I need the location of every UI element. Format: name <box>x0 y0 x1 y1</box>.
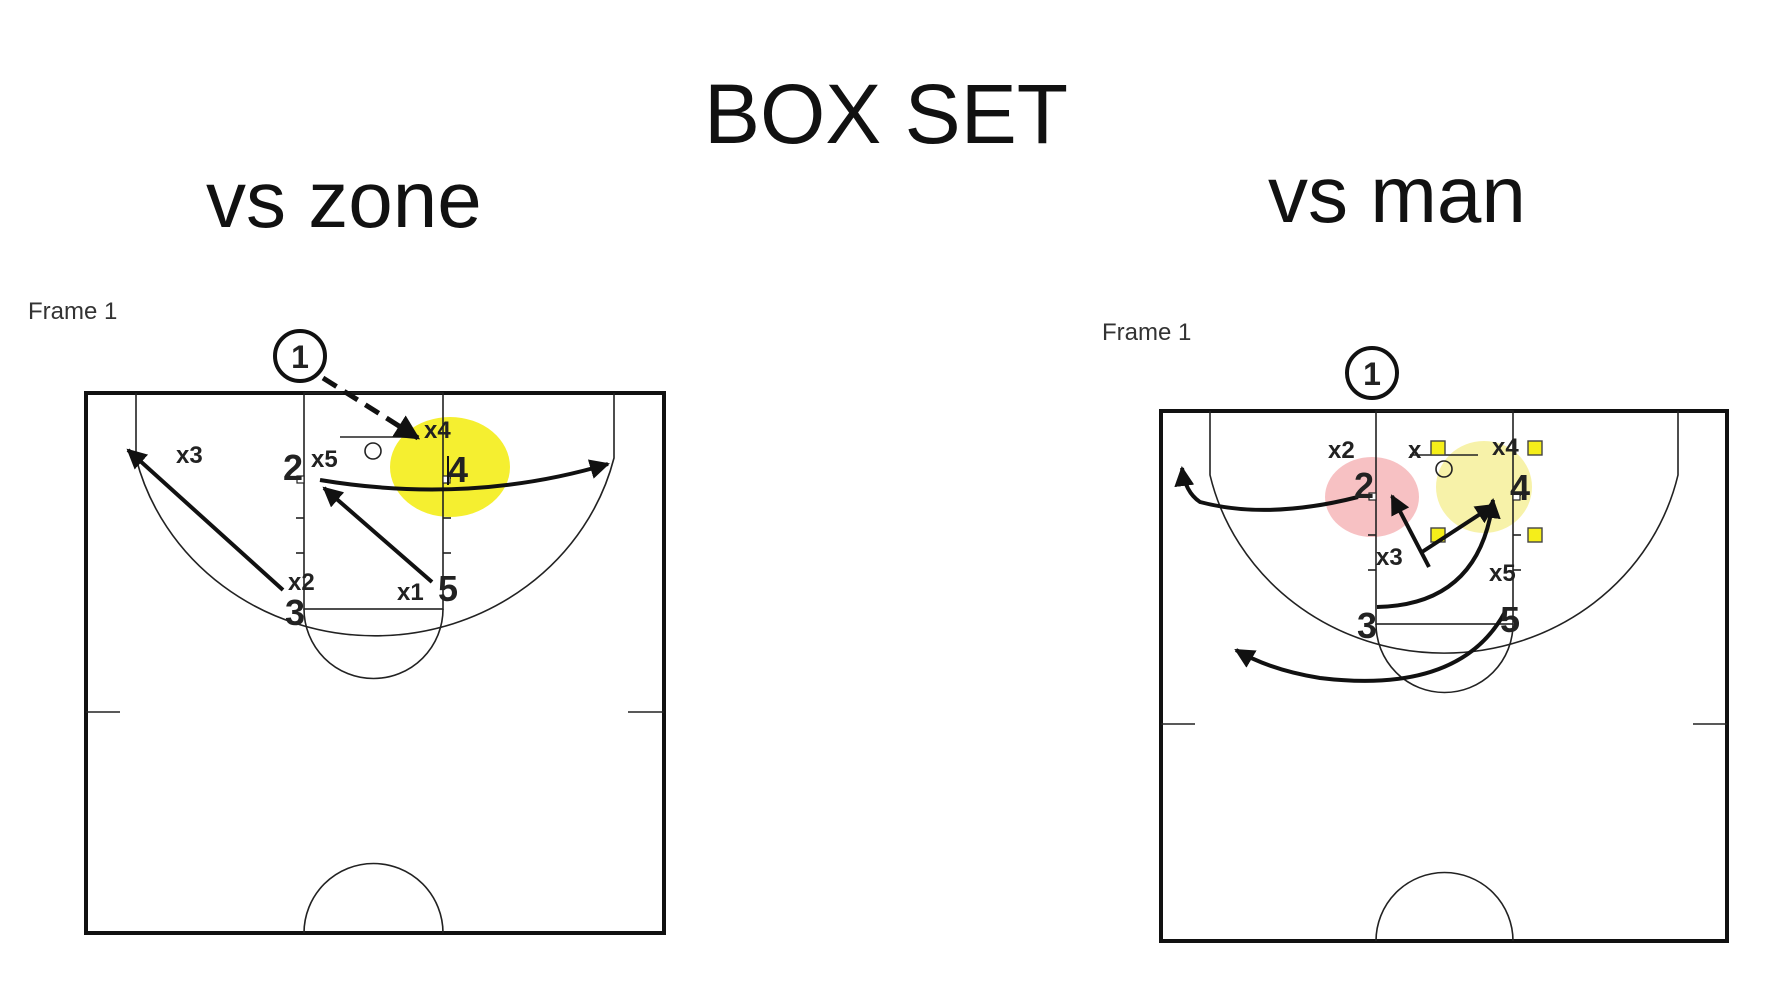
left-offense-5: 5 <box>438 568 458 609</box>
left-defender-x1: x1 <box>397 579 424 606</box>
right-lane <box>1375 410 1514 625</box>
right-cut-arrow-2 <box>1174 466 1359 512</box>
right-frame-label: Frame 1 <box>1102 319 1192 346</box>
left-highlight-4 <box>390 417 510 517</box>
left-cut-arrow-3 <box>126 448 285 592</box>
right-ball-handler: 1 <box>1363 356 1381 392</box>
right-cut-arrow-3 <box>1376 498 1501 609</box>
right-offense-4: 4 <box>1510 467 1530 508</box>
left-defender-x3: x3 <box>176 442 203 469</box>
left-offense-4: 4 <box>448 449 468 490</box>
left-center-circle <box>303 862 444 934</box>
left-three-point-line <box>135 393 615 637</box>
right-highlight-4 <box>1436 441 1532 533</box>
right-offense-3: 3 <box>1357 605 1377 646</box>
right-offense-5: 5 <box>1500 599 1520 640</box>
left-court: 1 2 4 3 5 x3 x5 x4 x2 x1 <box>84 329 666 935</box>
right-offense-2: 2 <box>1354 465 1374 506</box>
left-ball-handler-circle <box>273 329 327 383</box>
left-defender-x4: x4 <box>424 417 451 444</box>
right-defender-x2: x2 <box>1328 437 1355 464</box>
right-defender-x4: x4 <box>1492 434 1519 461</box>
left-cut-arrow-4 <box>319 459 610 492</box>
left-frame-label: Frame 1 <box>28 298 118 325</box>
left-offense-3: 3 <box>285 592 305 633</box>
right-defender-x5: x5 <box>1489 560 1516 587</box>
left-basket <box>364 442 382 460</box>
right-subtitle: vs man <box>1268 150 1526 239</box>
right-screen-markers <box>1430 440 1543 543</box>
right-ball-handler-circle <box>1345 346 1399 400</box>
left-offense-2: 2 <box>283 447 303 488</box>
right-cut-arrow-5 <box>1234 611 1507 683</box>
diagram-title: BOX SET <box>703 67 1069 161</box>
left-block-mark <box>442 475 451 484</box>
right-cut-arrow-x3 <box>1390 494 1431 568</box>
left-pass-line <box>321 375 421 441</box>
right-free-throw-circle <box>1375 623 1514 694</box>
left-ball-handler: 1 <box>291 339 309 375</box>
right-block-mark <box>1368 492 1377 501</box>
right-block-mark <box>1512 492 1521 501</box>
left-free-throw-circle <box>303 608 444 680</box>
right-court: 1 2 4 3 5 x2 x x4 x3 x5 <box>1159 346 1729 943</box>
left-lane <box>303 392 444 610</box>
right-center-circle <box>1375 871 1514 942</box>
left-subtitle: vs zone <box>206 155 482 244</box>
left-cut-arrow-5 <box>322 486 434 584</box>
right-basket <box>1435 460 1453 478</box>
right-three-point-line <box>1209 411 1679 654</box>
left-block-mark <box>296 475 305 484</box>
right-defender-x3: x3 <box>1376 544 1403 571</box>
right-defender-x: x <box>1408 437 1422 464</box>
left-defender-x2: x2 <box>288 569 315 596</box>
left-defender-x5: x5 <box>311 446 338 473</box>
